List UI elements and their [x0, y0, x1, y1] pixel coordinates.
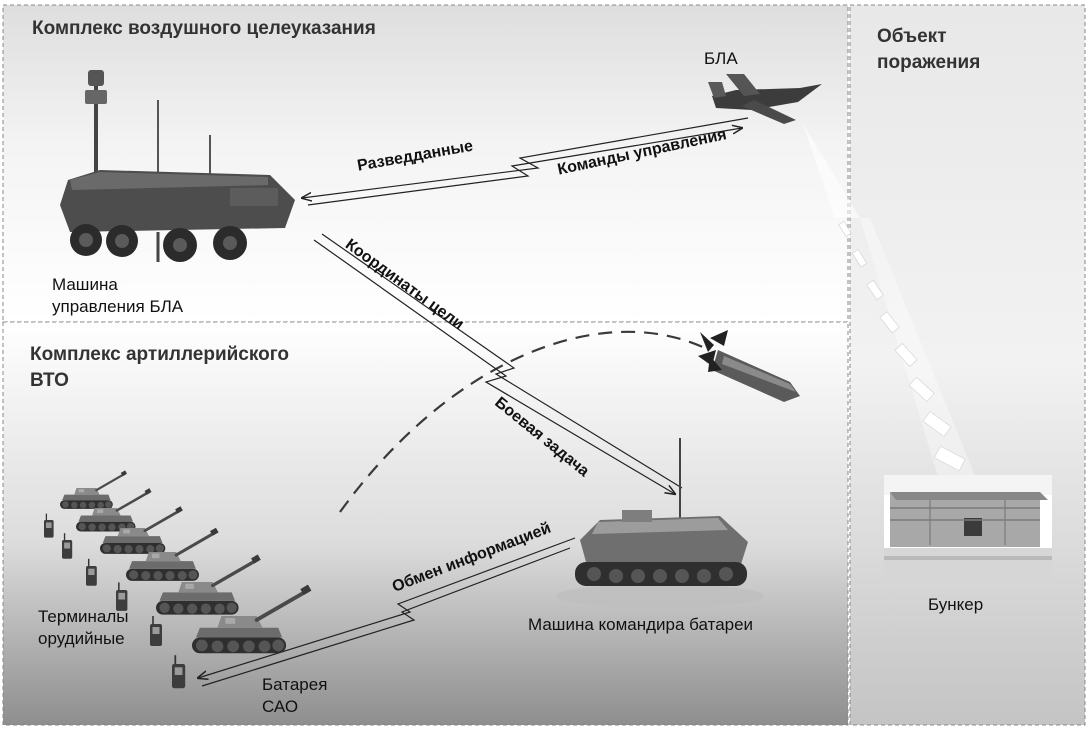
battery-label-line1: Батарея	[262, 675, 328, 694]
zone-air-targeting	[2, 4, 849, 323]
terminals-label-line1: Терминалы	[38, 607, 129, 626]
uav-control-vehicle	[60, 70, 295, 262]
battery-label: Батарея САО	[262, 674, 327, 718]
zone-target	[849, 4, 1086, 726]
uav-drone	[708, 74, 822, 124]
uav-vehicle-label-line1: Машина	[52, 275, 118, 294]
bunker	[884, 475, 1052, 580]
terminals-label-line2: орудийные	[38, 629, 125, 648]
link-coordinates-combat	[313, 233, 683, 494]
zone-artillery-title-line2: ВТО	[30, 370, 69, 391]
guided-projectile	[698, 330, 800, 402]
zone-target-title: Объект поражения	[877, 24, 980, 76]
zone-target-title-line1: Объект	[877, 26, 947, 47]
zone-artillery-title-line1: Комплекс артиллерийского	[30, 344, 290, 365]
uav-vehicle-label-line2: управления БЛА	[52, 297, 184, 316]
terminals-label: Терминалы орудийные	[38, 606, 129, 650]
uav-vehicle-label: Машина управления БЛА	[52, 274, 183, 318]
link-recon-control	[302, 117, 749, 206]
guidance-beam	[838, 221, 966, 472]
zone-target-title-line2: поражения	[877, 52, 981, 73]
bunker-label: Бункер	[928, 595, 984, 614]
link-info-exchange	[198, 537, 576, 687]
battery-commander-vehicle	[556, 438, 764, 608]
projectile-trajectory	[339, 330, 706, 513]
commander-vehicle-label: Машина командира батареи	[528, 615, 754, 634]
zone-air-title: Комплекс воздушного целеуказания	[32, 18, 376, 39]
uav-sensor-beam	[802, 122, 985, 500]
uav-label: БЛА	[704, 49, 738, 68]
battery-label-line2: САО	[262, 697, 299, 716]
zone-artillery-title: Комплекс артиллерийского ВТО	[30, 342, 289, 394]
